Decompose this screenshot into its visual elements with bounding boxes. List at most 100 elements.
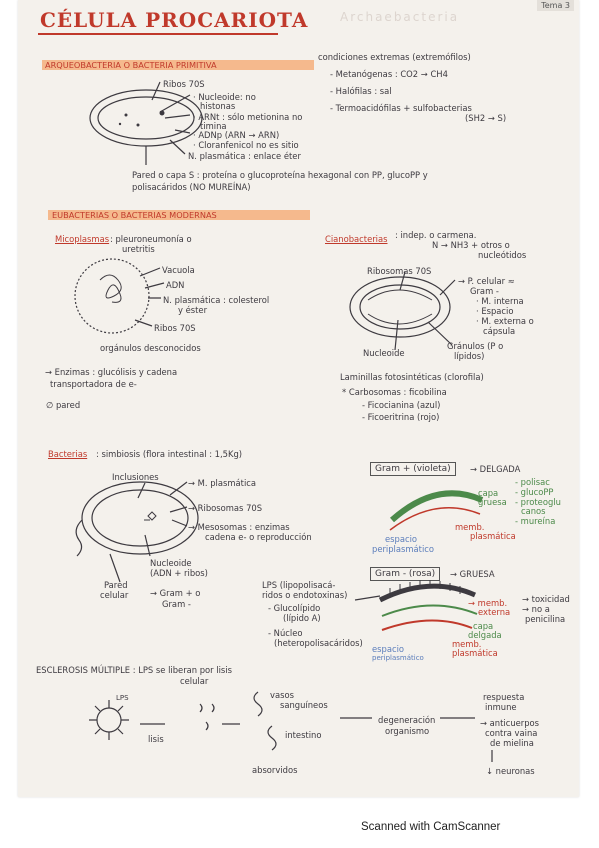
ciano-cell-outer [349,276,451,338]
escl-respuesta-1: respuesta [483,692,525,702]
ciano-carbosomas: * Carbosomas : ficobilina [342,387,447,397]
bact-nucleoid [144,511,157,521]
page-title: CÉLULA PROCARIOTA [40,8,309,32]
arqueo-leader-lines [145,81,191,165]
mico-enzimas-1: → Enzimas : glucólisis y cadena [45,367,178,377]
mico-label-0: Vacuola [162,265,195,275]
gram-pos-result: → DELGADA [470,464,521,474]
esclerosis-title-2: celular [180,676,209,686]
ciano-text-2: N → NH3 + otros o [432,240,510,250]
ciano-title: Cianobacterias [325,234,388,244]
arqueo-label-1: · Nucleoide: no [193,92,256,102]
eubac-heading: EUBACTERIAS O BACTERIAS MODERNAS [52,210,217,220]
arqueo-heading: ARQUEOBACTERIA O BACTERIA PRIMITIVA [45,60,217,70]
mico-pared: ∅ pared [46,400,81,410]
bact-label-7: Pared [104,580,128,590]
gram-pos-side-0: - polisac [515,477,550,487]
lps-arrow [354,595,381,601]
mico-title: Micoplasmas [55,234,110,244]
highlight-arqueo [42,60,314,70]
lps-1: ridos o endotoxinas) [262,590,348,600]
bact-label-8: celular [100,590,129,600]
arqueo-list-0: - Metanógenas : CO2 → CH4 [330,69,448,79]
gram-neg-box: Gram - (rosa) [370,567,441,581]
gram-pos-side-2: - proteoglu [515,497,561,507]
ciano-label-9: Nucleoide [363,348,405,358]
bact-label-6: (ADN + ribos) [150,568,208,578]
capa-gruesa: capa gruesa [478,488,507,507]
bact-label-3: → Mesosomas : enzimas [188,522,290,532]
gram-pos-memb [389,507,481,531]
toxic-0: → toxicidad [522,594,570,604]
ciano-ficoeritrina: - Ficoeritrina (rojo) [362,412,440,422]
escl-anticuerpos-1: contra vaina [485,728,538,738]
arqueo-label-5: · ADNp (ARN → ARN) [193,130,280,140]
gram-neg-outer [378,583,477,603]
bact-text: : simbiosis (flora intestinal : 1,5Kg) [96,449,243,459]
bact-label-10: Gram - [162,599,191,609]
mico-label-1: ADN [166,280,185,290]
arqueo-list-3: (SH2 → S) [465,113,507,123]
espacio-peri-1: espacio [385,534,418,544]
bact-flagellum [75,519,83,557]
mico-text-2: uretritis [122,244,155,254]
title-underline [38,33,278,35]
memb-plasm-1: memb. [455,522,485,532]
gram-neg-lps [389,580,461,596]
capa-delgada-2: delgada [468,630,502,640]
arqueo-cell-inner [97,96,195,140]
lps-2: - Glucolípido [268,603,321,613]
lps-0: LPS (lipopolisacá- [262,580,336,590]
mico-dna [99,274,122,303]
escl-fragments [199,703,215,731]
ciano-laminillas: Laminillas fotosintéticas (clorofila) [340,372,484,382]
ciano-label-6: cápsula [483,326,516,336]
bact-label-4: cadena e- o reproducción [205,532,312,542]
escl-anticuerpos-2: de mielina [490,738,534,748]
escl-vasos-2: sanguíneos [280,700,328,710]
gram-pos-side-4: - mureína [515,516,556,526]
escl-arrows [140,717,493,762]
bleed-through-text: Archaebacteria [340,10,460,24]
ciano-label-7: Gránulos (P o [447,341,504,351]
arqueo-label-0: Ribos 70S [163,79,205,89]
escl-lps: LPS [116,694,129,702]
espacio-peri-1b: periplasmático [372,544,435,554]
bact-label-2: → Ribosomas 70S [188,503,263,513]
arqueo-list-1: - Halófilas : sal [330,86,392,96]
bact-leaders [109,481,188,583]
memb-ext-2: externa [478,607,511,617]
bact-label-1: → M. plasmática [188,478,257,488]
bact-title: Bacterias [48,449,88,459]
escl-lisis: lisis [148,734,164,744]
gram-pos-box: Gram + (violeta) [370,462,456,476]
lps-4: - Núcleo [268,628,303,638]
bact-label-0: Inclusiones [112,472,159,482]
gram-pos-side-1: - glucoPP [515,487,554,497]
intestine-squiggle [267,725,277,751]
ciano-label-0: Ribosomas 70S [367,266,432,276]
gram-pos-side-3: canos [521,506,546,516]
espacio-peri-2: espacio [372,644,405,654]
escl-intestino: intestino [285,730,322,740]
lps-5: (heteropolisacáridos) [274,638,363,648]
highlight-eubac [48,210,310,220]
escl-absorvidos: absorvidos [252,765,298,775]
bact-label-9: → Gram + o [150,588,201,598]
gram-neg-result: → GRUESA [450,569,495,579]
escl-degeneracion-1: degeneración [378,715,436,725]
mico-organulos: orgánulos desconocidos [100,343,201,353]
page-tag: Tema 3 [537,0,574,11]
bact-cell-outer [81,481,199,555]
escl-degeneracion-2: organismo [385,726,430,736]
bact-cell-inner [91,489,189,547]
ciano-text-3: nucleótidos [478,250,527,260]
toxic-1: → no a [522,604,550,614]
ciano-leaders [394,271,456,351]
memb-plasm-2: memb. [452,639,482,649]
ciano-label-1: → P. celular ≈ [458,276,515,286]
lps-3: (lípido A) [283,613,321,623]
ciano-label-5: · M. externa o [476,316,534,326]
arqueo-label-6: · Cloranfenicol no es sitio [193,140,299,150]
